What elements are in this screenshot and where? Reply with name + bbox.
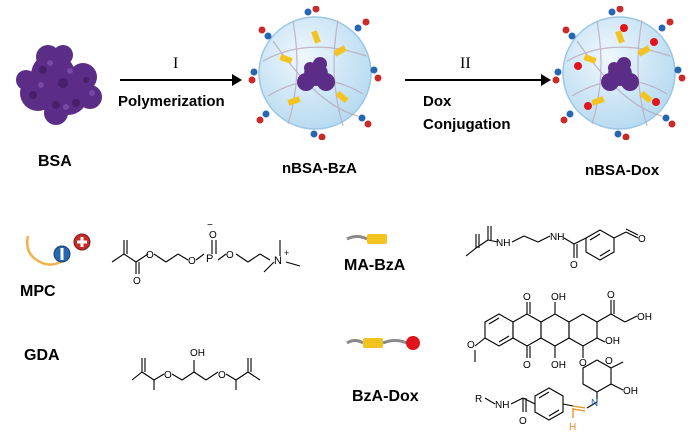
mpc-structure: O O O P O − O N +	[111, 222, 301, 287]
dox-o5: O	[579, 358, 587, 369]
dox-oh3: OH	[605, 336, 620, 347]
mpc-o5: O	[226, 250, 234, 261]
gda-o2: O	[218, 370, 226, 381]
nbsa-bza-label: nBSA-BzA	[282, 160, 357, 177]
dox-o2: O	[607, 290, 615, 301]
ma-bza-label: MA-BzA	[344, 257, 406, 274]
bsa-protein-image	[16, 45, 102, 125]
mpc-icon	[26, 233, 91, 266]
nbsa-dox-label: nBSA-Dox	[585, 162, 660, 179]
ma-bza-nh1: NH	[496, 238, 510, 249]
nbsa-bza-nanocapsule	[248, 6, 382, 140]
mpc-o3: O	[188, 256, 196, 267]
step2-arrow	[405, 74, 551, 86]
dox-o3: O	[467, 340, 475, 351]
dox-nh: NH	[495, 400, 509, 411]
nbsa-dox-nanocapsule	[552, 6, 686, 140]
dox-n: N	[591, 398, 598, 409]
gda-o1: O	[164, 370, 172, 381]
step2-numeral: II	[460, 55, 471, 72]
gda-label: GDA	[24, 347, 60, 364]
dox-oh2: OH	[637, 312, 652, 323]
dox-oh4: OH	[551, 360, 566, 371]
dox-oh5: OH	[623, 386, 638, 397]
gda-structure: O OH O	[131, 348, 261, 390]
ma-bza-structure: NH NH O O	[465, 226, 646, 270]
dox-o7: O	[519, 416, 527, 427]
step1-label: Polymerization	[118, 93, 225, 110]
step1-arrow	[120, 74, 242, 86]
step1-numeral: I	[173, 55, 179, 72]
gda-oh: OH	[190, 348, 205, 359]
mpc-minus: −	[207, 222, 213, 231]
step2-label-line1: Dox	[423, 93, 452, 110]
bza-dox-structure: O OH O OH OH O O OH O O OH N H O NH R	[467, 290, 652, 433]
dox-oh1: OH	[551, 292, 566, 303]
mpc-o1: O	[146, 250, 154, 261]
bza-dox-icon	[346, 336, 420, 350]
step2-label-line2: Conjugation	[423, 116, 511, 133]
dox-h: H	[569, 422, 576, 433]
mpc-label: MPC	[20, 283, 56, 300]
dox-o4: O	[523, 360, 531, 371]
ma-bza-o2: O	[638, 234, 646, 245]
mpc-o4: O	[209, 230, 217, 241]
mpc-o2: O	[133, 276, 141, 287]
ma-bza-nh2: NH	[550, 232, 564, 243]
dox-o6: O	[605, 356, 613, 367]
bza-dox-label: BzA-Dox	[352, 388, 419, 405]
bsa-label: BSA	[38, 153, 72, 170]
mpc-p: P	[206, 253, 213, 265]
dox-r: R	[475, 394, 482, 405]
mpc-n: N	[274, 255, 282, 267]
ma-bza-icon	[346, 234, 387, 244]
dox-o1: O	[523, 292, 531, 303]
ma-bza-o1: O	[570, 260, 578, 270]
mpc-plus: +	[284, 248, 289, 258]
